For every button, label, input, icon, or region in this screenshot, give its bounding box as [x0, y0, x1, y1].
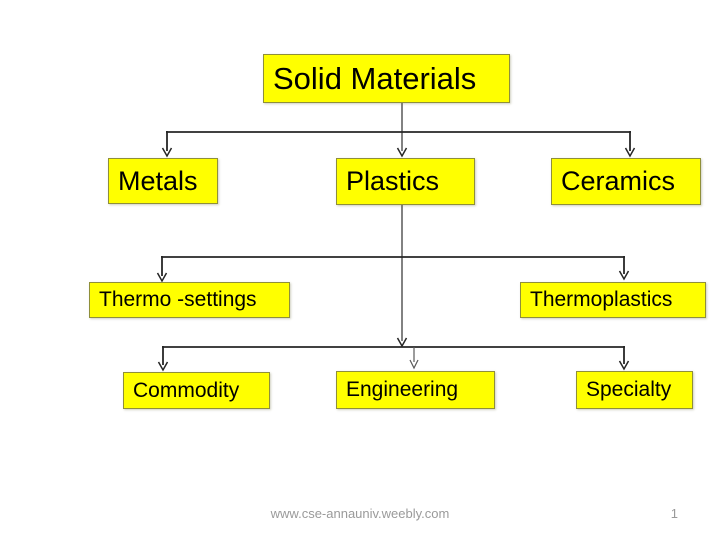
- node-commodity: Commodity: [123, 372, 270, 409]
- page-number: 1: [670, 506, 678, 521]
- node-solid-materials: Solid Materials: [263, 54, 510, 103]
- node-plastics: Plastics: [336, 158, 475, 205]
- node-ceramics: Ceramics: [551, 158, 701, 205]
- node-specialty: Specialty: [576, 371, 693, 409]
- node-metals: Metals: [108, 158, 218, 204]
- node-thermo-settings: Thermo -settings: [89, 282, 290, 318]
- node-engineering: Engineering: [336, 371, 495, 409]
- footer-url: www.cse-annauniv.weebly.com: [270, 506, 450, 521]
- node-thermoplastics: Thermoplastics: [520, 282, 706, 318]
